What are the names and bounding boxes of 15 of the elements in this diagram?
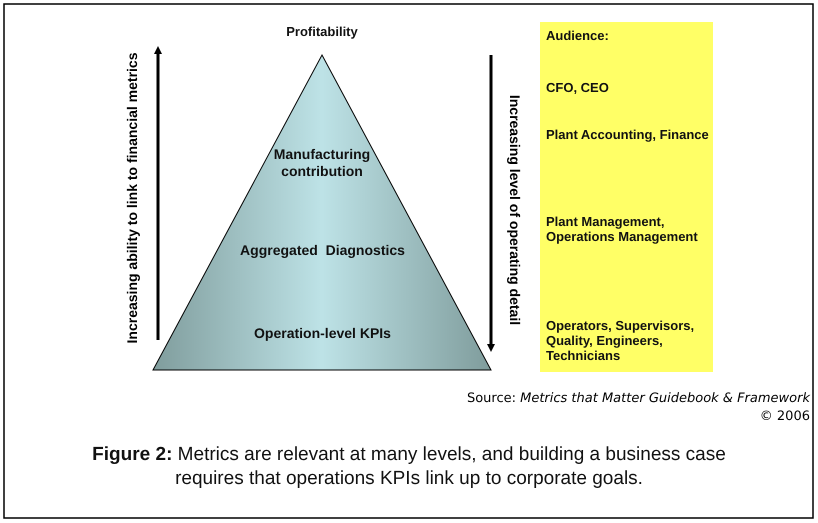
audience-text: Plant Management, Operations Management [546, 214, 699, 244]
audience-text: CFO, CEO [546, 80, 610, 95]
level-label: Manufacturing contribution [272, 146, 372, 180]
axis-label: Increasing level of operating detail [507, 94, 523, 328]
panel-heading: Audience: [546, 28, 610, 43]
figure-caption: Figure 2: Metrics are relevant at many levels, and building a business case requires that operations KPIs link up to corporate goals. [91, 443, 727, 491]
copyright-note: © 2006 [760, 409, 810, 424]
level-label: Aggregated Diagnostics [239, 242, 406, 259]
source-note: Source: Metrics that Matter Guidebook & Framework [466, 391, 810, 406]
pyramid-heading: Profitability [285, 24, 359, 39]
audience-text: Operators, Supervisors, Quality, Engineers, Technicians [546, 318, 696, 363]
axis-label: Increasing ability to link to financial metrics [124, 52, 140, 346]
audience-panel [540, 22, 713, 372]
level-label: Operation-level KPIs [253, 325, 392, 342]
audience-text: Plant Accounting, Finance [546, 127, 710, 142]
